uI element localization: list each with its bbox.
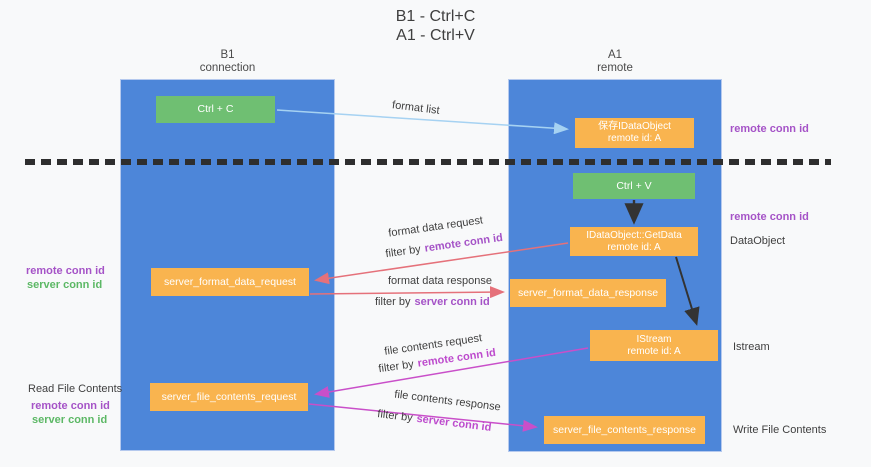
title-line-2: A1 - Ctrl+V [396,27,475,44]
side-label-dataobject: DataObject [730,235,786,247]
title-line-1: B1 - Ctrl+C [395,8,476,25]
node-server-format-data-request: server_format_data_request [151,268,309,296]
node-idataobject-getdata: IDataObject::GetData remote id: A [570,227,698,256]
lane-a1-subtitle: remote [597,62,633,74]
side-label-server-conn-id-left-1: server conn id [27,279,103,291]
node-server-file-contents-response: server_file_contents_response [544,416,705,444]
filter-keyword-server: server conn id [414,296,490,308]
edge-label-format-data-response: format data response [388,275,492,287]
node-ctrl-c-label: Ctrl + C [197,103,234,115]
arrow-file-contents-response [308,403,538,432]
filter-prefix: filter by [375,296,411,308]
node-getdata-label: IDataObject::GetData [586,229,682,241]
side-label-write-file-contents: Write File Contents [733,424,827,436]
node-istream: IStream remote id: A [590,330,718,361]
node-ctrl-c: Ctrl + C [156,96,275,123]
lane-a1-title: A1 [607,49,623,61]
lane-header-a1: A1 remote [508,49,722,75]
side-label-remote-conn-id-left-2: remote conn id [31,400,110,412]
side-label-read-file-contents: Read File Contents [28,383,123,395]
diagram-title: B1 - Ctrl+C A1 - Ctrl+V [0,7,871,45]
node-ctrl-v-label: Ctrl + V [616,179,652,192]
phase-divider-dashed-line [25,159,831,165]
node-save-idataobject: 保存IDataObject remote id: A [575,118,694,148]
node-save-idataobject-sublabel: remote id: A [607,133,662,144]
node-getdata-sublabel: remote id: A [607,241,661,253]
side-label-istream: Istream [733,341,770,353]
node-file-response-label: server_file_contents_response [552,423,696,436]
node-istream-label: IStream [636,333,672,345]
lane-b1-subtitle: connection [199,62,256,74]
node-server-file-contents-request: server_file_contents_request [150,383,308,411]
node-ctrl-v: Ctrl + V [573,173,695,199]
arrow-format-list [276,109,569,135]
node-save-idataobject-label: 保存IDataObject [598,121,671,132]
node-format-request-label: server_format_data_request [164,275,296,288]
node-file-request-label: server_file_contents_request [161,390,297,403]
arrow-getdata-to-istream [675,256,700,326]
side-label-remote-conn-id-top-right: remote conn id [730,123,809,135]
node-format-response-label: server_format_data_response [517,286,659,299]
arrow-format-data-response [309,286,505,299]
node-server-format-data-response: server_format_data_response [510,279,666,307]
side-label-server-conn-id-left-2: server conn id [32,414,108,426]
lane-header-b1: B1 connection [120,49,335,75]
arrow-file-contents-request [314,347,589,398]
arrow-format-data-request [314,242,569,285]
lane-b1-title: B1 [220,49,235,61]
side-label-remote-conn-id-left-1: remote conn id [26,265,105,277]
node-istream-sublabel: remote id: A [627,345,681,357]
side-label-remote-conn-id-mid-right: remote conn id [730,211,809,223]
